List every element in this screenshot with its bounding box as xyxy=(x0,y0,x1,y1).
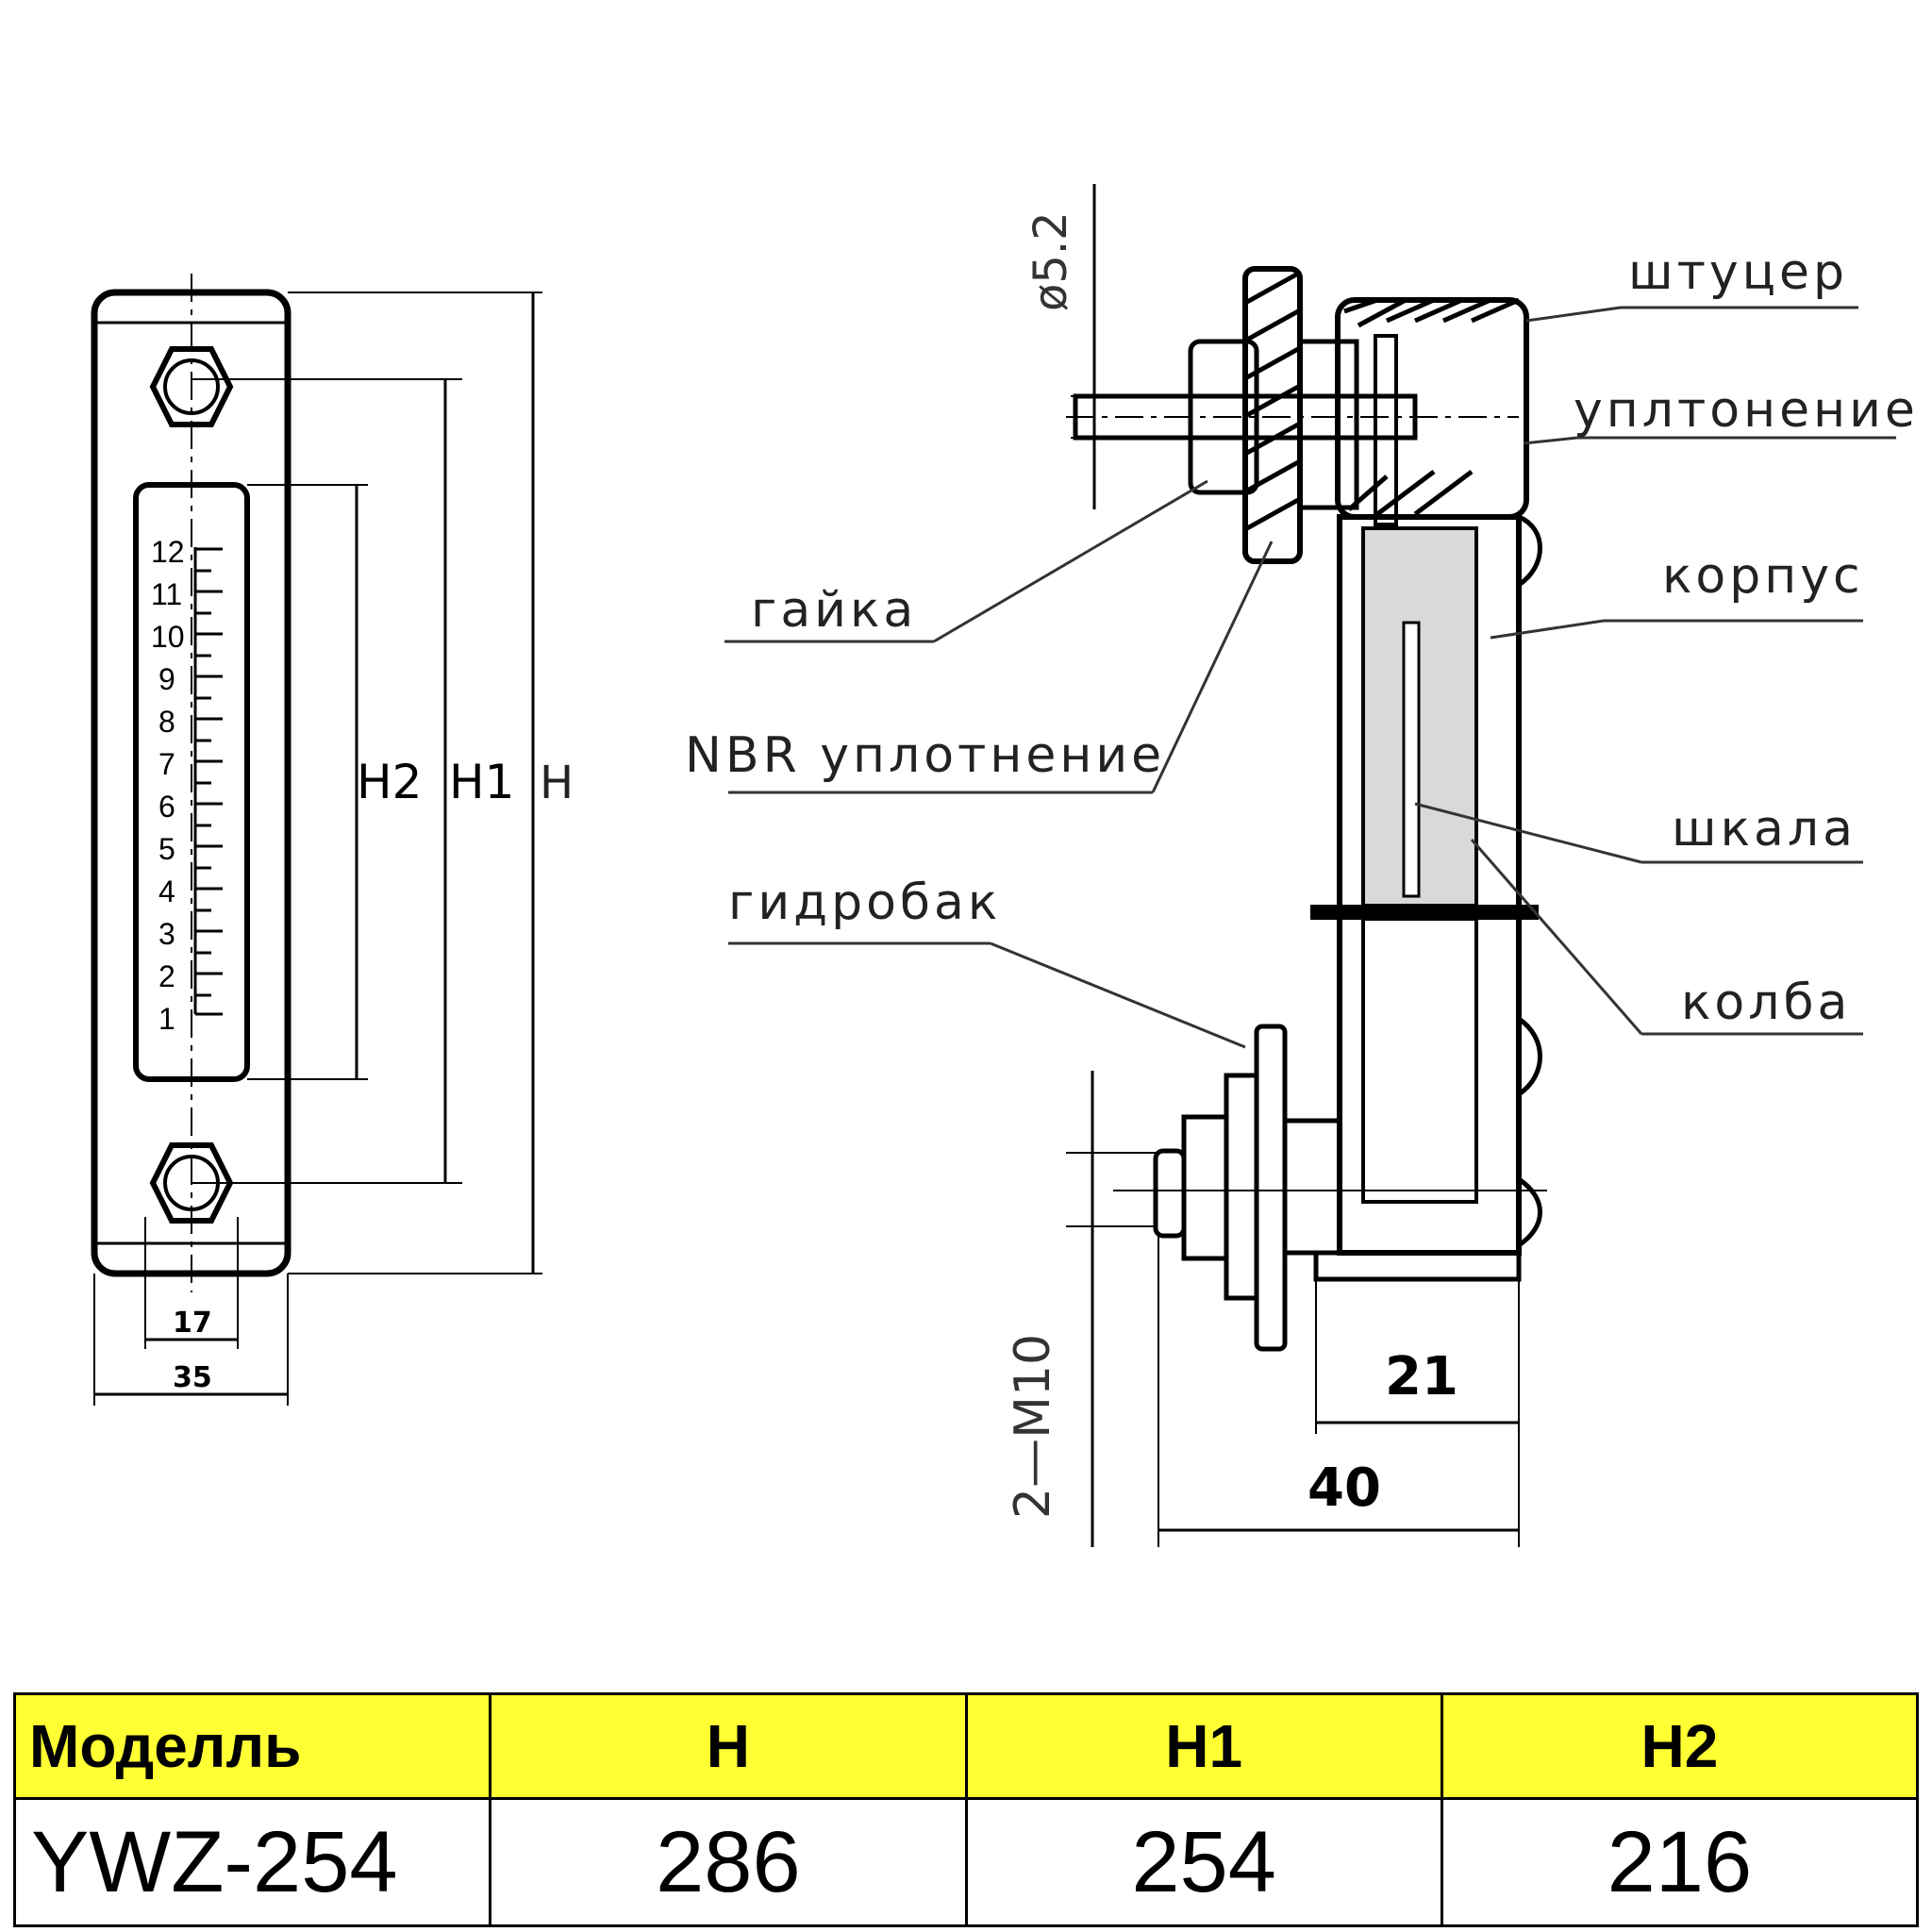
tube-clamp xyxy=(1310,905,1539,920)
label-nbr-seal: NBR уплотнение xyxy=(685,727,1165,784)
label-nut: гайка xyxy=(751,582,917,639)
washer xyxy=(1224,1073,1259,1301)
inner-sleeve xyxy=(1297,339,1359,510)
scale-number: 3 xyxy=(158,917,175,951)
header-H: H xyxy=(489,1692,968,1800)
scale-number: 8 xyxy=(158,705,175,739)
scale-number: 11 xyxy=(151,577,182,611)
top-hex-bolt xyxy=(149,346,234,427)
lower-body xyxy=(1361,917,1478,1204)
leader-lines xyxy=(724,306,1896,1049)
cell-H1: 254 xyxy=(964,1797,1443,1927)
header-H1: H1 xyxy=(964,1692,1443,1800)
body-profile-right xyxy=(1517,514,1542,1248)
front-view xyxy=(91,274,542,1406)
header-H2: H2 xyxy=(1440,1692,1920,1800)
dim-label-40: 40 xyxy=(1307,1457,1381,1519)
fitting-hatch xyxy=(1343,297,1521,516)
bottom-plate xyxy=(1313,1250,1522,1282)
header-model: Моделль xyxy=(12,1692,492,1800)
cell-H: 286 xyxy=(489,1797,968,1927)
dim-label-diameter: ø5.2 xyxy=(1024,211,1077,311)
scale-number: 12 xyxy=(151,535,185,569)
dim-label-21: 21 xyxy=(1385,1346,1458,1407)
spec-header-row: Моделль H H1 H2 xyxy=(12,1692,1920,1800)
side-view xyxy=(724,184,1896,1547)
bottom-spacer xyxy=(1282,1118,1342,1256)
label-body: корпус xyxy=(1662,548,1864,605)
dim-label-bolt: 2—M10 xyxy=(1005,1334,1061,1519)
label-seal: уплтонение xyxy=(1574,382,1919,439)
glass-slot xyxy=(1402,621,1421,898)
label-tank: гидробак xyxy=(728,874,1001,931)
dim-label-H: H xyxy=(540,757,574,809)
fitting-top xyxy=(1335,297,1529,520)
scale-numbers: 12 11 10 9 8 7 6 5 4 3 2 1 xyxy=(151,535,185,1036)
tank-wall xyxy=(1254,1024,1288,1352)
scale-number: 2 xyxy=(158,959,175,993)
sight-window xyxy=(133,482,250,1082)
scale-number: 4 xyxy=(158,874,175,908)
cell-H2: 216 xyxy=(1440,1797,1920,1927)
spec-table: Моделль H H1 H2 YWZ-254 286 254 216 xyxy=(12,1692,1920,1927)
cell-model: YWZ-254 xyxy=(12,1797,492,1927)
top-pin xyxy=(1374,334,1398,526)
label-tube: колба xyxy=(1681,974,1851,1031)
scale-number: 7 xyxy=(158,747,175,781)
scale-number: 10 xyxy=(151,620,185,654)
table-row: YWZ-254 286 254 216 xyxy=(12,1797,1920,1927)
label-scale: шкала xyxy=(1672,801,1857,858)
dim-label-H2: H2 xyxy=(357,755,422,809)
dim-label-17: 17 xyxy=(173,1307,212,1340)
dim-label-H1: H1 xyxy=(449,755,514,809)
label-fitting: штуцер xyxy=(1628,244,1848,301)
bottom-nut xyxy=(1181,1114,1229,1261)
scale-number: 5 xyxy=(158,832,175,866)
scale-number: 9 xyxy=(158,662,175,696)
scale-ticks xyxy=(193,547,223,1016)
scale-number: 1 xyxy=(158,1002,175,1036)
scale-number: 6 xyxy=(158,790,175,824)
dim-label-35: 35 xyxy=(173,1361,212,1394)
top-bolt-circle xyxy=(163,358,220,415)
bottom-bolt-head xyxy=(1153,1148,1187,1239)
